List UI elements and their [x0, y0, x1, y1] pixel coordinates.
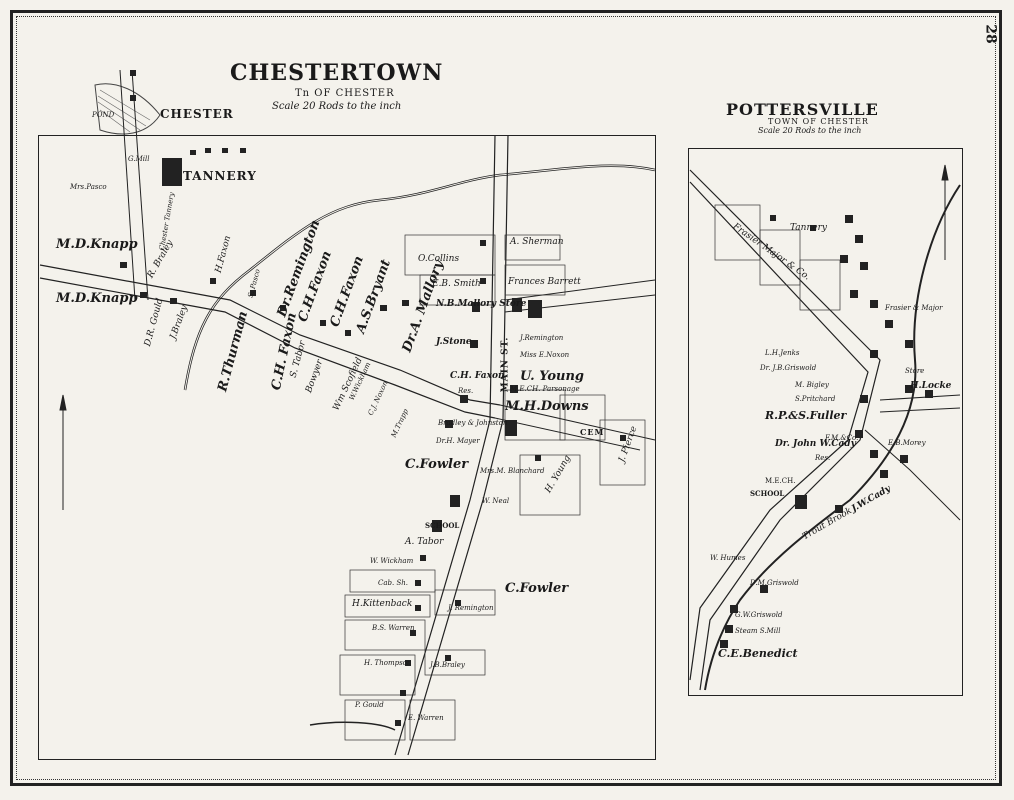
- nw-road-right: [131, 69, 149, 301]
- label-mrs-pasco: Mrs.Pasco: [70, 183, 107, 191]
- label-pond: POND: [92, 111, 115, 119]
- pv-label-dm-griswold: D.M.Griswold: [750, 579, 799, 587]
- pv-label-w-humes: W. Humes: [710, 554, 746, 562]
- lot-lines: [339, 234, 646, 741]
- label-bs-warren: B.S. Warren: [372, 624, 415, 632]
- pv-se-road: [864, 429, 961, 521]
- se-road-top: [499, 404, 656, 441]
- buildings-chestertown: [120, 70, 626, 726]
- pv-lot-lines: [714, 204, 841, 311]
- pv-label-tannery: Tannery: [790, 223, 827, 233]
- pv-label-frasier-major: Frasier & Major: [885, 304, 943, 312]
- main-st-right: [407, 134, 509, 756]
- pond-hatching: [97, 89, 151, 133]
- label-mh-downs: M.H.Downs: [505, 399, 589, 414]
- label-u-young: U. Young: [520, 369, 585, 384]
- label-j-stone: J.Stone: [436, 337, 472, 347]
- pv-east-road-top: [879, 394, 961, 401]
- label-a-tabor: A. Tabor: [405, 537, 444, 547]
- se-road-bottom: [494, 417, 641, 451]
- page-border-outer: [10, 10, 1002, 786]
- pv-label-res: Res.: [815, 454, 831, 462]
- north-arrow-chestertown: [59, 394, 67, 510]
- pv-label-s-pritchard: S.Pritchard: [795, 395, 836, 403]
- pv-label-dr-john-w-cady: Dr. John W.Cady: [775, 439, 856, 449]
- label-o-collins: O.Collins: [418, 254, 460, 264]
- nw-road-left: [119, 69, 136, 301]
- main-st-left: [394, 134, 496, 756]
- pottersville-title: POTTERSVILLE: [726, 100, 879, 119]
- label-g-mill: G.Mill: [128, 155, 150, 163]
- river-inner: [184, 165, 656, 391]
- label-school: SCHOOL: [425, 521, 460, 530]
- label-mech-parsonage: M.E.CH. Parsonage: [510, 385, 580, 393]
- pv-label-eb-morey: E.B.Morey: [888, 439, 926, 447]
- label-a-sherman: A. Sherman: [510, 237, 564, 247]
- pv-label-h-locke: H.Locke: [910, 381, 952, 391]
- label-eb-smith: E.B. Smith: [432, 279, 481, 289]
- label-mrs-m-blanchard: Mrs.M. Blanchard: [480, 467, 545, 475]
- label-jb-braley: J.B.Braley: [430, 661, 465, 669]
- label-ch-faxon-3: C.H. Faxon: [450, 371, 505, 381]
- label-h-thompson: H. Thompson: [364, 659, 412, 667]
- pv-label-fm-co: F.M.&Co.: [825, 434, 859, 442]
- pv-label-dr-jb-griswold: Dr. J.B.Griswold: [760, 364, 817, 372]
- chestertown-subtitle: Tn OF CHESTER: [295, 88, 395, 99]
- label-frances-barrett: Frances Barrett: [508, 277, 581, 287]
- south-stream: [309, 721, 396, 731]
- label-dr-h-mayer: Dr.H. Mayer: [436, 437, 480, 445]
- pv-label-gw-griswold: G.W.Griswold: [735, 611, 783, 619]
- pv-label-rp-s-fuller: R.P.&S.Fuller: [765, 409, 847, 422]
- pv-label-school: SCHOOL: [750, 489, 785, 498]
- label-p-gould: P. Gould: [355, 701, 384, 709]
- pv-label-store: Store: [905, 367, 925, 375]
- label-res: Res.: [458, 387, 474, 395]
- pottersville-scale: Scale 20 Rods to the inch: [758, 126, 862, 135]
- pv-label-m-bigley: M. Bigley: [795, 381, 829, 389]
- label-j-remington-2: J. Remington: [448, 604, 494, 612]
- label-chester: CHESTER: [160, 107, 234, 121]
- pv-label-mech: M.E.CH.: [765, 477, 796, 485]
- pond-outline: [94, 83, 161, 135]
- ew-road-top: [39, 264, 501, 406]
- pottersville-map-frame: [688, 148, 963, 696]
- label-nb-mallory-store: N.B.Mallory Store: [436, 299, 527, 309]
- chestertown-map-frame: [38, 135, 656, 760]
- pottersville-subtitle: TOWN OF CHESTER: [768, 117, 869, 126]
- label-w-wickham-2: W. Wickham: [370, 557, 414, 565]
- pv-main-road-left: [689, 169, 881, 691]
- ew-road-bottom: [39, 277, 496, 419]
- pv-label-lh-jenks: L.H.Jenks: [765, 349, 800, 357]
- page-border-inner: [16, 16, 996, 780]
- label-tannery: TANNERY: [183, 169, 257, 183]
- label-e-warren: E. Warren: [408, 714, 444, 722]
- label-bradley-johnston: Bradley & Johnston: [438, 419, 508, 427]
- label-j-remington-1: J.Remington: [520, 334, 564, 342]
- label-cem: CEM: [580, 427, 605, 437]
- label-h-kittenback: H.Kittenback: [352, 599, 413, 609]
- buildings-pottersville: [720, 215, 933, 648]
- chestertown-scale: Scale 20 Rods to the inch: [272, 101, 402, 112]
- label-w-neal: W. Neal: [482, 497, 510, 505]
- east-road-top: [504, 279, 656, 301]
- label-c-fowler-1: C.Fowler: [405, 457, 469, 472]
- north-arrow-pottersville: [941, 164, 949, 260]
- pv-label-ce-benedict: C.E.Benedict: [718, 647, 798, 660]
- pv-label-steam-mill: Steam S.Mill: [735, 627, 781, 635]
- label-md-knapp-1: M.D.Knapp: [56, 237, 138, 252]
- label-cab-sh: Cab. Sh.: [378, 579, 408, 587]
- pv-main-road-right: [689, 181, 869, 681]
- label-miss-e-noxon: Miss E.Noxon: [520, 351, 570, 359]
- label-md-knapp-2: M.D.Knapp: [56, 291, 138, 306]
- chestertown-title: CHESTERTOWN: [230, 60, 444, 86]
- label-c-fowler-2: C.Fowler: [505, 581, 569, 596]
- pv-east-road-bottom: [879, 407, 961, 413]
